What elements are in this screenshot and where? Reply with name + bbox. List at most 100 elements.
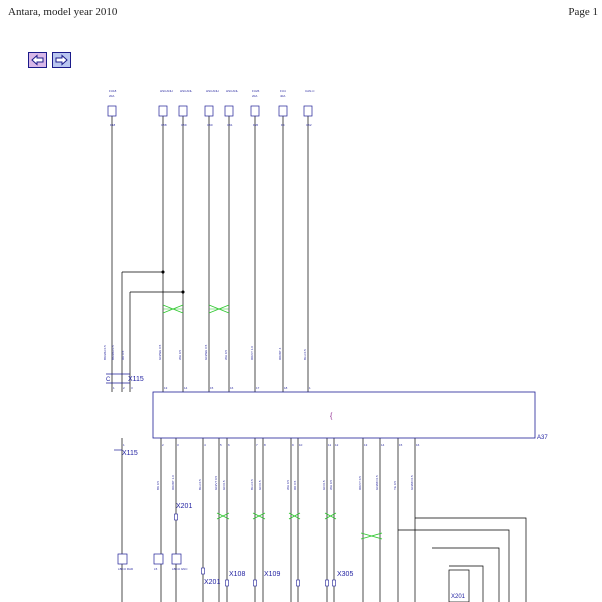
module-pin: 8 [264,443,266,447]
fuse-name: HSCANH [206,89,219,93]
wire-label: GN 0.5 [258,480,262,490]
module-pin: 13 [364,443,368,447]
wire-label: RD 0.5 [293,480,297,490]
fuse-box[interactable] [204,105,214,117]
page-title: Antara, model year 2010 [8,6,118,18]
return-loop [415,517,527,602]
module-pin: 7 [256,443,258,447]
wire-label: RD/VT 0.5 [358,476,362,490]
connector-c-label: C [106,377,111,383]
component-label: LBCU GNC [172,567,188,571]
module-pin: 1 [113,386,115,390]
module-pin: 18 [284,386,288,390]
connector-pin [325,579,329,587]
fuse-pin: C60 [207,123,213,127]
wire-label: RD/WT 1.0 [171,475,175,490]
connector-x115-upper: X115 [128,376,144,383]
module-pin: 11 [328,443,331,447]
module-pin: 3 [131,386,133,390]
fuse-name: HSCANL [226,89,239,93]
fuse-pin: C62 [306,123,312,127]
fuse-box[interactable] [278,105,288,117]
forward-button[interactable] [52,52,71,68]
wire-label: GN 0.5 [322,480,326,490]
wire-label: GN/WH 0.5 [158,344,162,360]
component-box[interactable] [153,553,164,565]
component-box[interactable] [171,553,182,565]
fuse-box[interactable] [107,105,117,117]
module-pin: 10 [299,443,303,447]
wire-label: WH 0.5 [286,480,290,490]
top-fuse-row: FU1820AF18HSCANHC58HSCANLC59HSCANHC60HSC… [107,89,315,127]
module-brace: { [330,413,333,420]
connector-x115-lower: X115 [122,450,138,457]
wire-label: WH 0.5 [224,350,228,360]
junction-dot [181,290,185,294]
fuse-box[interactable] [303,105,313,117]
wire-label: GN/RD 0.5 [410,475,414,490]
fuse-name: HSCANH [160,89,173,93]
wire-label: GN/VT 0.5 [214,476,218,490]
connector-pin [201,567,205,575]
fuse-pin: C58 [161,123,167,127]
fuse-rating: 20A [252,94,257,98]
fuse-rating: 20A [109,94,114,98]
connector-x108: X108 [229,571,245,578]
fuse-box[interactable] [224,105,234,117]
component-label: L5 [154,567,158,571]
return-loop [449,565,484,602]
wire-label: BK/WH 0.5 [111,345,115,360]
module-pin: 16 [416,443,420,447]
connector-pin [332,579,336,587]
back-button[interactable] [28,52,47,68]
module-pin: 13 [164,386,168,390]
fuse-pin: C61 [227,123,233,127]
connector-x305: X305 [337,571,353,578]
twisted-pair-splice [216,512,230,520]
connector-x109: X109 [264,571,280,578]
module-pin: 1 [123,443,125,447]
wire-label: YE 0.5 [393,481,397,490]
connector-pin [253,579,257,587]
module-pin: 17 [256,386,260,390]
fuse-box[interactable] [158,105,168,117]
twisted-pair-splice [288,512,301,520]
return-loop [432,547,500,602]
fuse-rating: 40A [280,94,285,98]
connector-pin [225,579,229,587]
wires [106,116,527,602]
fuse-pin: F26 [253,123,259,127]
junction-dot [161,270,165,274]
fuse-box[interactable] [250,105,260,117]
wire-label: RD 0.5 [121,350,125,360]
component-x201-box[interactable] [448,569,470,602]
arrow-left-icon [31,54,44,66]
connector-x201: X201 [176,503,192,510]
wire-label: BLU 0.5 [198,479,202,490]
wire-label: WH 0.5 [178,350,182,360]
connector-pin [174,513,178,521]
module-pin: 14 [381,443,385,447]
module-pin: 15 [399,443,403,447]
connector-x201-lower: X201 [204,579,220,586]
component-x201-box-label: X201 [451,594,466,600]
fuse-box[interactable] [178,105,188,117]
fuse-name: CAN-C [305,89,315,93]
module-pin: 2 [123,386,125,390]
arrow-right-icon [55,54,68,66]
module-pin: 14 [184,386,188,390]
component-box[interactable] [117,553,128,565]
wire-label: GN/RD 0.5 [375,475,379,490]
fuse-name: FU26 [252,89,260,93]
module-pin: 2 [162,443,164,447]
splices [162,304,383,540]
page-number: Page 1 [568,6,598,18]
return-loop [398,529,510,602]
control-module-a37[interactable] [152,391,536,439]
module-pin: 15 [210,386,214,390]
module-pin: 1 [309,386,311,390]
fuse-pin: F4 [281,123,285,127]
wire-label: BK/WH 0.5 [103,345,107,360]
